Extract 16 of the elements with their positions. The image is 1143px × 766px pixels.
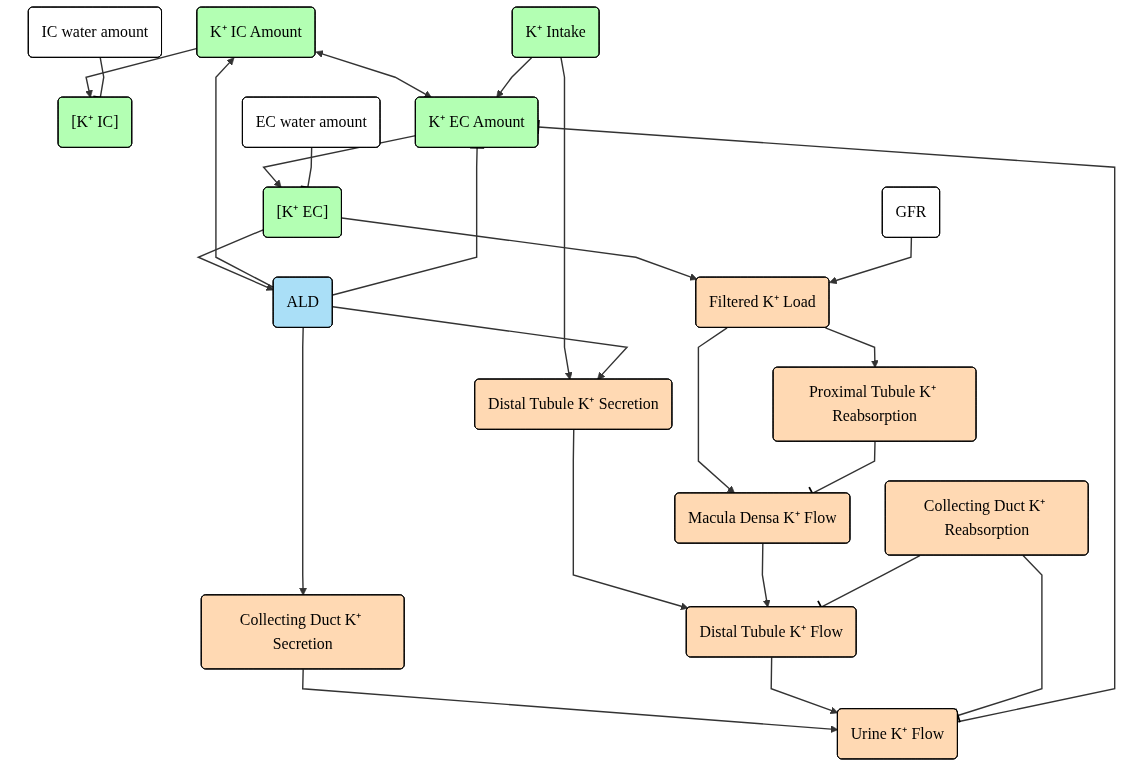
arrow xyxy=(341,217,698,281)
arrow xyxy=(315,50,432,98)
arrow xyxy=(824,327,879,368)
arrow xyxy=(299,327,307,596)
arrow xyxy=(761,542,771,608)
arrow xyxy=(829,237,913,285)
arrow xyxy=(572,429,689,611)
arrow xyxy=(85,47,198,98)
arrow xyxy=(196,228,274,291)
arrow xyxy=(560,57,573,380)
arrow xyxy=(496,57,533,98)
arrow xyxy=(332,306,629,380)
arrow xyxy=(302,668,839,733)
arrow xyxy=(697,327,735,494)
arrow xyxy=(215,57,275,289)
arrow xyxy=(770,656,839,715)
